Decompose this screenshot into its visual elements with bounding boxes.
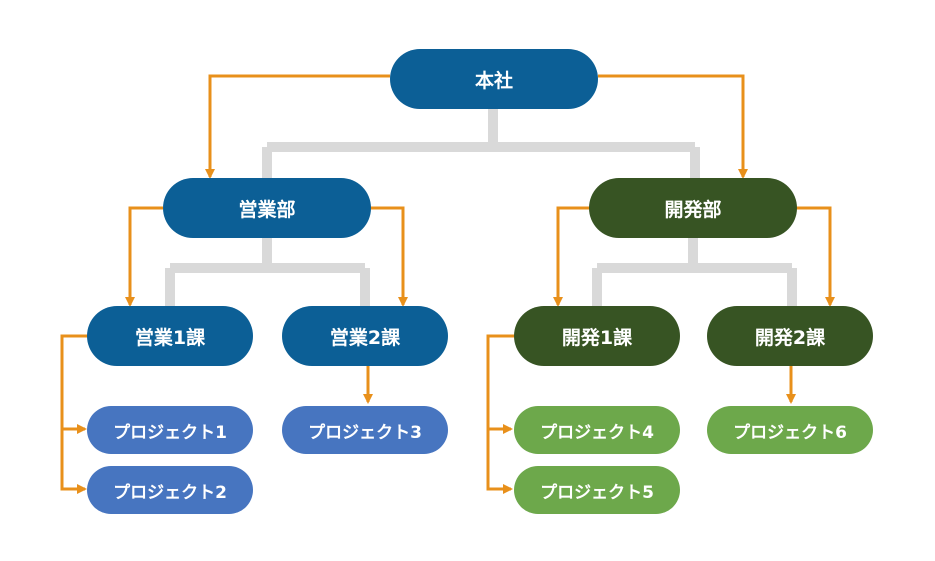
node-head-office: 本社 bbox=[390, 49, 598, 109]
arrow-root-dev bbox=[598, 74, 748, 179]
arrow-sales1-p2 bbox=[60, 429, 87, 494]
node-dev-section-1: 開発1課 bbox=[514, 306, 680, 366]
node-project-5: プロジェクト5 bbox=[514, 466, 680, 514]
node-sales-section-2: 営業2課 bbox=[282, 306, 448, 366]
tree-line-dev bbox=[592, 232, 797, 310]
node-project-4: プロジェクト4 bbox=[514, 406, 680, 454]
arrow-sales1-p1 bbox=[60, 334, 88, 434]
node-sales-dept: 営業部 bbox=[163, 178, 371, 238]
tree-line-sales bbox=[165, 232, 370, 310]
node-dev-dept: 開発部 bbox=[589, 178, 797, 238]
arrow-dev1-p5 bbox=[486, 429, 513, 494]
arrow-dev-dev2 bbox=[795, 206, 835, 307]
arrow-dev-dev1 bbox=[553, 206, 590, 307]
tree-line-root bbox=[262, 105, 700, 182]
arrow-root-sales bbox=[205, 74, 390, 179]
node-project-6: プロジェクト6 bbox=[707, 406, 873, 454]
arrow-sales-sales2 bbox=[370, 206, 408, 307]
node-project-3: プロジェクト3 bbox=[282, 406, 448, 454]
arrow-dev1-p4 bbox=[486, 334, 515, 434]
node-project-1: プロジェクト1 bbox=[87, 406, 253, 454]
arrow-sales-sales1 bbox=[125, 206, 163, 307]
node-dev-section-2: 開発2課 bbox=[707, 306, 873, 366]
node-sales-section-1: 営業1課 bbox=[87, 306, 253, 366]
node-project-2: プロジェクト2 bbox=[87, 466, 253, 514]
